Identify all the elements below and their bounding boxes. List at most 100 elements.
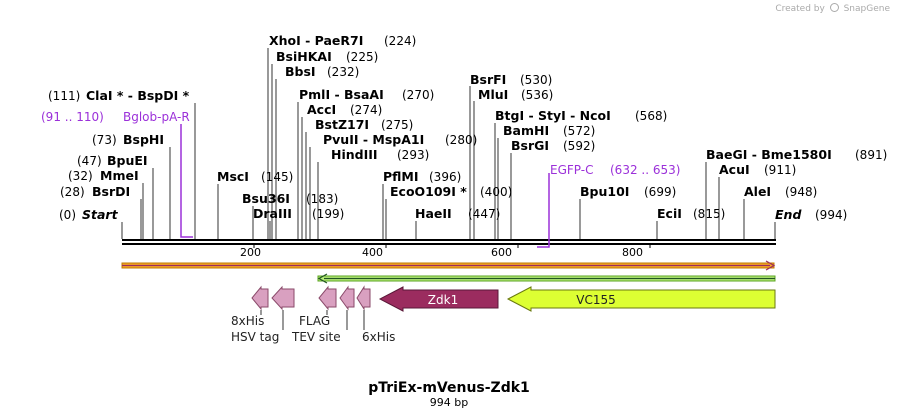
site-pos: (280): [445, 133, 477, 147]
site-name: BsiHKAI: [276, 49, 332, 64]
site-name: PvuII - MspA1I: [323, 132, 424, 147]
site-name-start: Start: [82, 207, 119, 222]
site-name: BstZ17I: [315, 117, 369, 132]
site-name: HindIII: [331, 147, 378, 162]
site-name: DraIII: [253, 206, 292, 221]
credit-prefix: Created by: [775, 4, 825, 14]
feature-name: VC155: [576, 293, 616, 307]
tag-8xhis-arrow: [251, 285, 269, 311]
site-name: BsrDI: [92, 184, 130, 199]
site-pos: (199): [312, 207, 344, 221]
site-pos: (274): [350, 103, 382, 117]
site-name: HaeII: [415, 206, 452, 221]
primer-range: (91 .. 110): [41, 110, 104, 124]
tag-6xhis-arrow: [356, 285, 371, 311]
site-pos: (568): [635, 109, 667, 123]
site-name: MmeI: [100, 168, 139, 183]
ruler-tick-label: 400: [362, 246, 383, 259]
tag-label-8xhis: 8xHis: [231, 314, 264, 328]
site-name: BaeGI - Bme1580I: [706, 147, 832, 162]
site-name: BpuEI: [107, 153, 148, 168]
site-pos: (275): [381, 118, 413, 132]
site-pos: (572): [563, 124, 595, 138]
tag-features: 8xHis HSV tag FLAG TEV site 6xHis: [231, 285, 395, 344]
site-name: AcuI: [719, 162, 750, 177]
site-pos: (536): [521, 88, 553, 102]
site-pos: (225): [346, 50, 378, 64]
ruler-tick-label: 600: [491, 246, 512, 259]
primer-bglob-pa-r: (91 .. 110) Bglob-pA-R: [41, 110, 193, 238]
site-name: BspHI: [123, 132, 164, 147]
feature-vc155: VC155: [506, 286, 776, 312]
site-name: PflMI: [383, 169, 419, 184]
site-pos: (32): [68, 169, 93, 183]
site-pos: (815): [693, 207, 725, 221]
sequence-backbone: [122, 239, 776, 245]
site-name: Bsu36I: [242, 191, 290, 206]
site-name: BamHI: [503, 123, 549, 138]
orange-feature-bar: [121, 260, 776, 271]
credit-brand: SnapGene: [843, 4, 890, 14]
site-name: EcoO109I *: [390, 184, 467, 199]
site-name: MscI: [217, 169, 249, 184]
site-name: PmlI - BsaAI: [299, 87, 384, 102]
tag-label-6xhis: 6xHis: [362, 330, 395, 344]
site-name: ClaI * - BspDI *: [86, 88, 190, 103]
site-pos: (948): [785, 185, 817, 199]
site-pos: (699): [644, 185, 676, 199]
feature-zdk1: Zdk1: [378, 286, 499, 312]
tag-label-flag: FLAG: [299, 314, 330, 328]
site-pos: (592): [563, 139, 595, 153]
tag-label-hsv: HSV tag: [231, 330, 279, 344]
site-pos: (47): [77, 154, 102, 168]
map-title: pTriEx-mVenus-Zdk1: [368, 380, 530, 396]
site-name: AleI: [744, 184, 771, 199]
cut-site-leaders: [121, 48, 776, 239]
primer-egfp-c: EGFP-C (632 .. 653): [537, 163, 680, 248]
feature-name: Zdk1: [428, 293, 458, 307]
site-name: EciI: [657, 206, 682, 221]
site-name: MluI: [478, 87, 508, 102]
ruler: 200 400 600 800: [240, 245, 651, 259]
tag-label-tev: TEV site: [291, 330, 341, 344]
site-pos: (28): [60, 185, 85, 199]
site-name-end: End: [775, 207, 802, 222]
primer-name: Bglob-pA-R: [123, 110, 190, 124]
site-pos: (111): [48, 89, 80, 103]
tag-tev-arrow: [339, 285, 355, 311]
site-pos: (396): [429, 170, 461, 184]
tag-hsv-arrow: [271, 285, 295, 311]
green-feature-bar: [317, 273, 776, 284]
site-name: BsrGI: [511, 138, 549, 153]
site-name: Bpu10I: [580, 184, 629, 199]
primer-name: EGFP-C: [550, 163, 593, 177]
site-pos: (224): [384, 34, 416, 48]
site-name: AccI: [307, 102, 336, 117]
site-name: BbsI: [285, 64, 316, 79]
site-pos: (293): [397, 148, 429, 162]
map-subtitle: 994 bp: [430, 396, 468, 409]
site-pos: (183): [306, 192, 338, 206]
site-pos: (530): [520, 73, 552, 87]
site-pos: (232): [327, 65, 359, 79]
site-name: BtgI - StyI - NcoI: [495, 108, 611, 123]
site-pos: (270): [402, 88, 434, 102]
ruler-tick-label: 800: [622, 246, 643, 259]
site-pos: (447): [468, 207, 500, 221]
restriction-sites: (0) Start (28) BsrDI (32) MmeI (47) BpuE…: [48, 33, 887, 222]
site-pos: (0): [59, 208, 76, 222]
site-name: BsrFI: [470, 72, 506, 87]
site-pos: (145): [261, 170, 293, 184]
site-pos: (400): [480, 185, 512, 199]
site-pos: (911): [764, 163, 796, 177]
site-pos: (994): [815, 208, 847, 222]
created-by-credit: Created by SnapGene: [775, 3, 890, 14]
tag-flag-arrow: [318, 285, 337, 311]
site-pos: (73): [92, 133, 117, 147]
ruler-tick-label: 200: [240, 246, 261, 259]
site-name: XhoI - PaeR7I: [269, 33, 363, 48]
site-pos: (891): [855, 148, 887, 162]
primer-range: (632 .. 653): [610, 163, 680, 177]
snapgene-logo-icon: [829, 3, 839, 12]
